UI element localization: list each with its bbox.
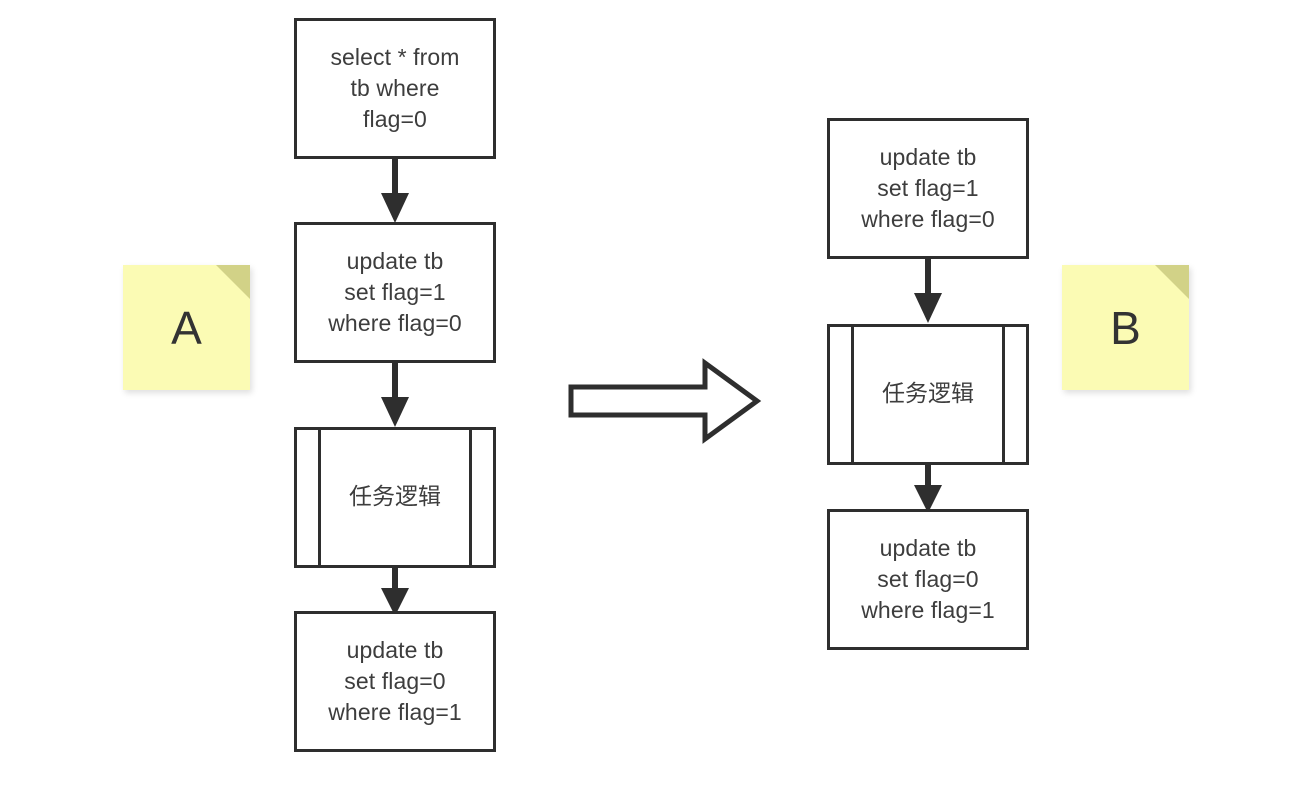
sticky-note-b[interactable]: B xyxy=(1062,265,1189,390)
connector-a-select-to-update-lock xyxy=(381,157,409,223)
sticky-note-a-label: A xyxy=(171,301,202,354)
node-a-task-logic[interactable]: 任务逻辑 xyxy=(294,427,496,568)
node-b-task-logic[interactable]: 任务逻辑 xyxy=(827,324,1029,465)
sticky-note-b-paper xyxy=(1062,265,1189,390)
connector-b-task-logic-to-update-release xyxy=(914,463,942,513)
connector-a-update-lock-to-task-logic xyxy=(381,361,409,427)
subprocess-right-bar xyxy=(1002,324,1005,465)
node-b-update-release-text: update tb set flag=0 where flag=1 xyxy=(861,535,995,623)
connector-b-update-lock-to-task-logic xyxy=(914,257,942,323)
node-b-update-release[interactable]: update tb set flag=0 where flag=1 xyxy=(827,509,1029,650)
node-a-select[interactable]: select * from tb where flag=0 xyxy=(294,18,496,159)
node-a-update-release-text: update tb set flag=0 where flag=1 xyxy=(328,637,462,725)
transform-arrow xyxy=(568,358,762,444)
node-b-update-lock-text: update tb set flag=1 where flag=0 xyxy=(861,144,995,232)
sticky-note-b-label: B xyxy=(1110,301,1141,354)
node-a-update-release[interactable]: update tb set flag=0 where flag=1 xyxy=(294,611,496,752)
node-a-task-logic-text: 任务逻辑 xyxy=(349,484,441,510)
subprocess-right-bar xyxy=(469,427,472,568)
subprocess-left-bar xyxy=(851,324,854,465)
connector-a-task-logic-to-update-release xyxy=(381,566,409,616)
node-a-update-lock-text: update tb set flag=1 where flag=0 xyxy=(328,248,462,336)
sticky-note-a[interactable]: A xyxy=(123,265,250,390)
subprocess-left-bar xyxy=(318,427,321,568)
sticky-note-a-paper xyxy=(123,265,250,390)
node-b-task-logic-text: 任务逻辑 xyxy=(882,381,974,407)
node-a-update-lock[interactable]: update tb set flag=1 where flag=0 xyxy=(294,222,496,363)
node-b-update-lock[interactable]: update tb set flag=1 where flag=0 xyxy=(827,118,1029,259)
node-a-select-text: select * from tb where flag=0 xyxy=(330,44,460,132)
